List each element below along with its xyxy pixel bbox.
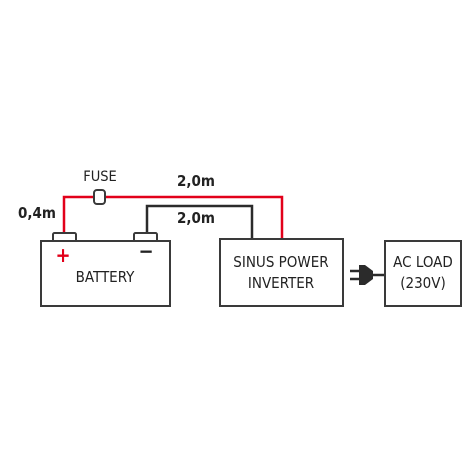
battery-cable-length-label: 0,4m <box>18 204 56 222</box>
positive-cable-length-label: 2,0m <box>177 172 215 190</box>
positive-wire <box>62 195 284 238</box>
fuse-icon <box>93 189 106 205</box>
negative-sign: − <box>138 239 153 263</box>
fuse-label: FUSE <box>83 169 117 185</box>
load-box <box>384 240 462 307</box>
plug-icon <box>350 265 384 285</box>
battery-box <box>40 240 171 307</box>
positive-sign: + <box>55 243 70 267</box>
load-label-line2: (230V) <box>400 274 446 292</box>
negative-cable-length-label: 2,0m <box>177 209 215 227</box>
load-label-line1: AC LOAD <box>393 253 453 271</box>
negative-wire <box>145 204 254 238</box>
inverter-label-line1: SINUS POWER <box>233 253 328 271</box>
inverter-box <box>219 238 344 307</box>
inverter-label-line2: INVERTER <box>248 274 314 292</box>
battery-label: BATTERY <box>76 268 135 286</box>
